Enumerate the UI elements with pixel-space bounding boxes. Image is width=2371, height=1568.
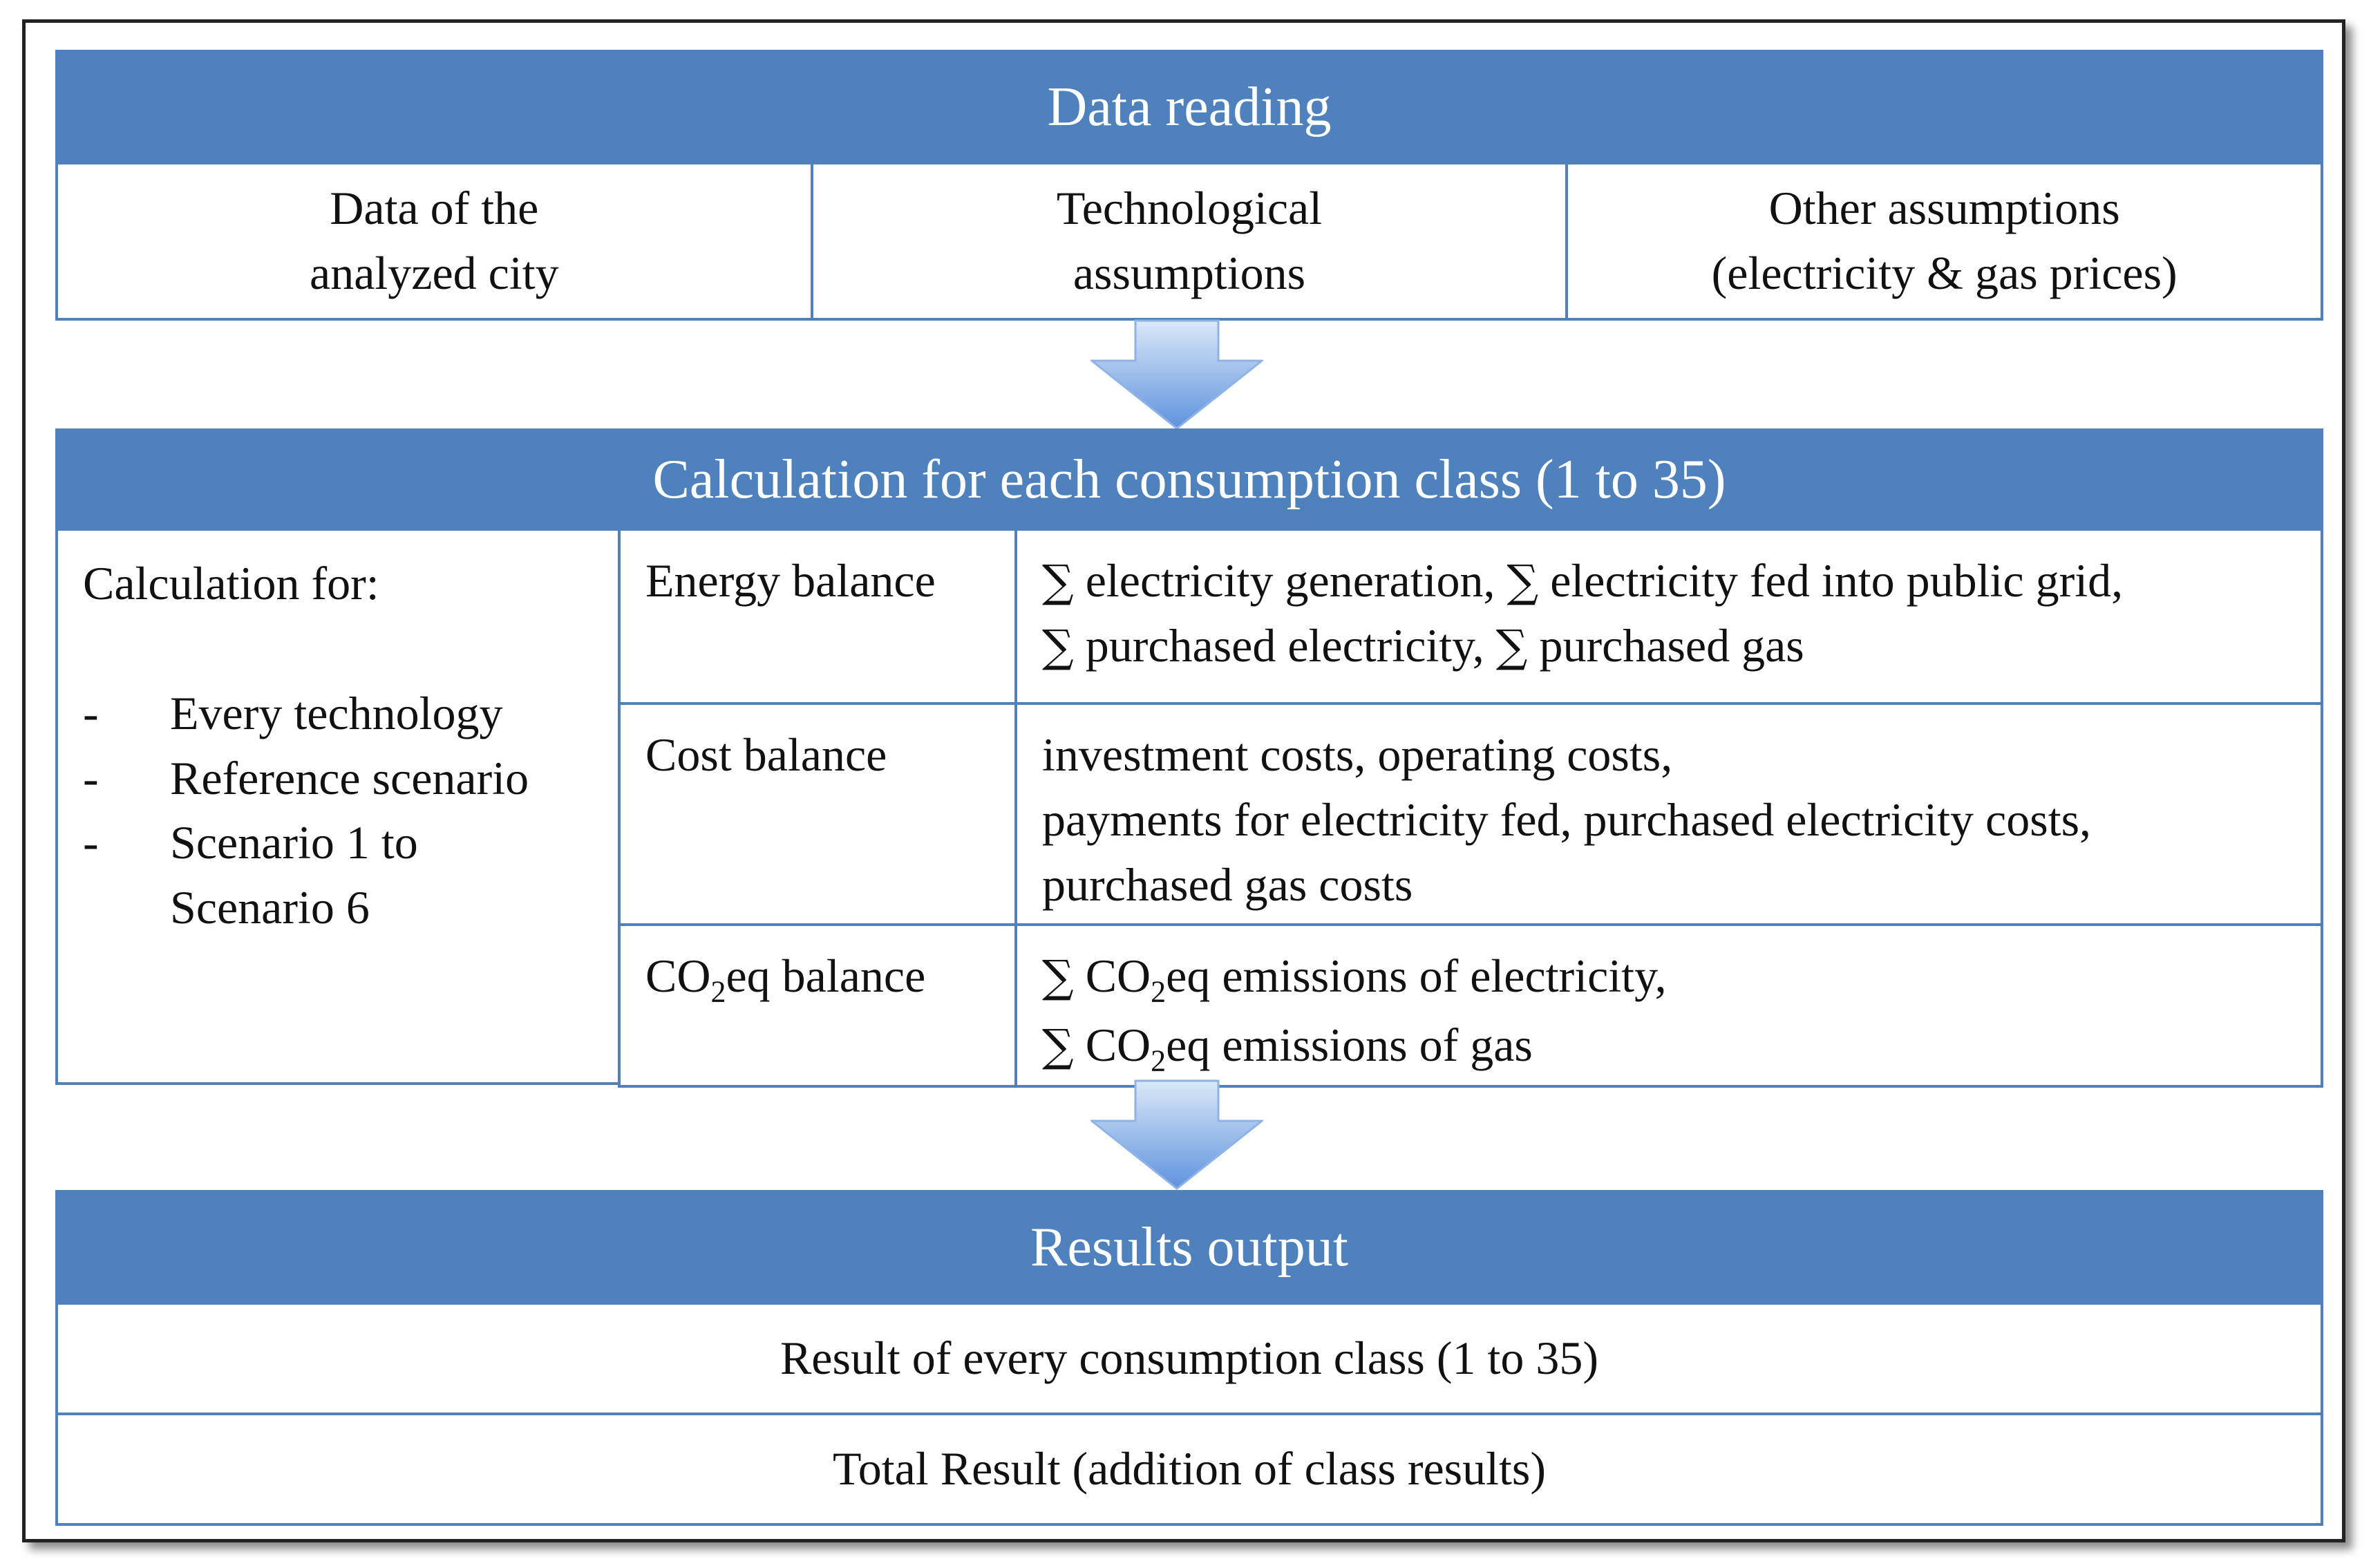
energy-balance-label: Energy balance — [618, 528, 1017, 705]
list-item: - Every technology — [83, 686, 503, 739]
co2eq-balance-row: CO2eq balance ∑ CO2eq emissions of elect… — [618, 923, 2323, 1088]
down-arrow-icon — [1090, 1079, 1263, 1190]
list-item: - Reference scenario — [83, 751, 529, 804]
down-arrow-icon — [1090, 319, 1263, 430]
data-reading-header: Data reading — [55, 50, 2323, 164]
calculation-grid: Calculation for: - Every technology - Re… — [55, 528, 2323, 1088]
cost-balance-row: Cost balance investment costs, operating… — [618, 702, 2323, 926]
cost-balance-label: Cost balance — [618, 702, 1017, 926]
cost-balance-content: investment costs, operating costs, payme… — [1017, 702, 2323, 926]
co2eq-balance-content: ∑ CO2eq emissions of electricity, ∑ CO2e… — [1017, 923, 2323, 1088]
energy-balance-content: ∑ electricity generation, ∑ electricity … — [1017, 528, 2323, 705]
results-header: Results output — [55, 1190, 2323, 1305]
input-other-assumptions: Other assumptions (electricity & gas pri… — [1565, 162, 2324, 321]
list-item: - Scenario 1 to Scenario 6 — [83, 816, 418, 934]
results-section: Results output Result of every consumpti… — [55, 1190, 2323, 1526]
calculation-section: Calculation for each consumption class (… — [55, 428, 2323, 1088]
input-city-data: Data of the analyzed city — [55, 162, 813, 321]
result-per-class: Result of every consumption class (1 to … — [55, 1302, 2323, 1415]
data-reading-inputs: Data of the analyzed city Technological … — [55, 162, 2324, 321]
data-reading-section: Data reading Data of the analyzed city T… — [55, 50, 2324, 321]
calculation-for-heading: Calculation for: — [83, 557, 379, 610]
total-result: Total Result (addition of class results) — [55, 1413, 2323, 1526]
calculation-header: Calculation for each consumption class (… — [55, 428, 2323, 531]
input-technological-assumptions: Technological assumptions — [810, 162, 1569, 321]
calculation-for-panel: Calculation for: - Every technology - Re… — [55, 528, 621, 1085]
energy-balance-row: Energy balance ∑ electricity generation,… — [618, 528, 2323, 705]
co2eq-balance-label: CO2eq balance — [618, 923, 1017, 1088]
